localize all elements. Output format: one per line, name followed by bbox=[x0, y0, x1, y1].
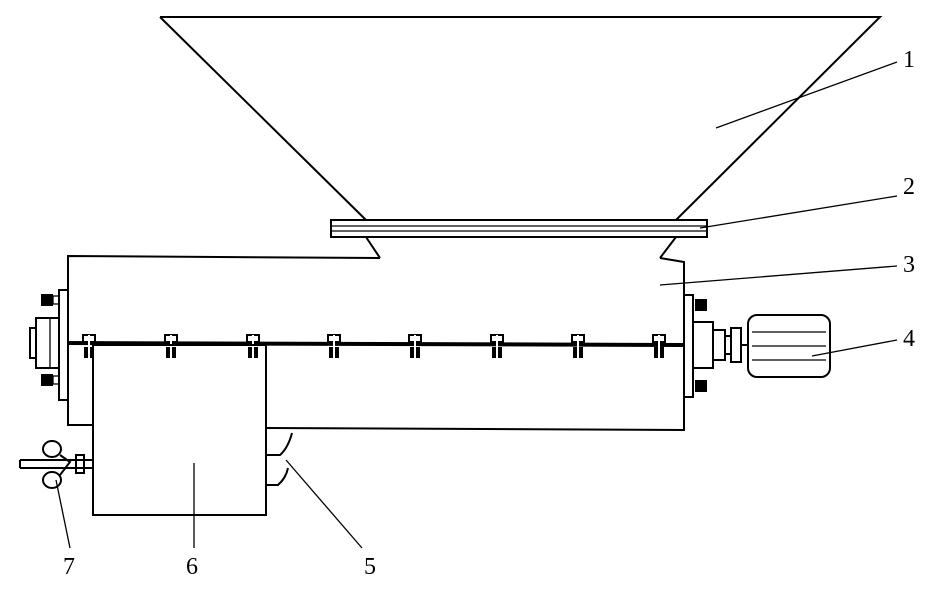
sieve-plate bbox=[330, 219, 708, 238]
callout-labels: 1 2 3 4 5 6 7 bbox=[63, 47, 915, 580]
shaft-bolt bbox=[408, 334, 422, 358]
hopper bbox=[159, 16, 883, 259]
collector-box bbox=[92, 344, 267, 516]
hook bbox=[266, 432, 293, 486]
shaft-bolt bbox=[490, 334, 504, 358]
callout-2: 2 bbox=[903, 174, 915, 200]
shaft-bolts bbox=[82, 334, 666, 358]
shaft-bolt bbox=[82, 334, 96, 358]
motor bbox=[724, 314, 831, 378]
callout-1: 1 bbox=[903, 47, 915, 73]
callout-7: 7 bbox=[63, 554, 75, 580]
screw-housing bbox=[67, 254, 685, 432]
leader-lines bbox=[55, 61, 898, 549]
callout-6: 6 bbox=[186, 554, 198, 580]
shaft-bolt bbox=[327, 334, 341, 358]
shaft-bolt bbox=[164, 334, 178, 358]
shaft-bolt bbox=[571, 334, 585, 358]
left-bearing bbox=[29, 289, 69, 401]
callout-3: 3 bbox=[903, 252, 915, 278]
right-bearing bbox=[683, 294, 726, 398]
shaft-bolt bbox=[246, 334, 260, 358]
callout-5: 5 bbox=[364, 554, 376, 580]
callout-4: 4 bbox=[903, 326, 915, 352]
outlet-valve bbox=[19, 440, 93, 489]
shaft-bolt bbox=[652, 334, 666, 358]
